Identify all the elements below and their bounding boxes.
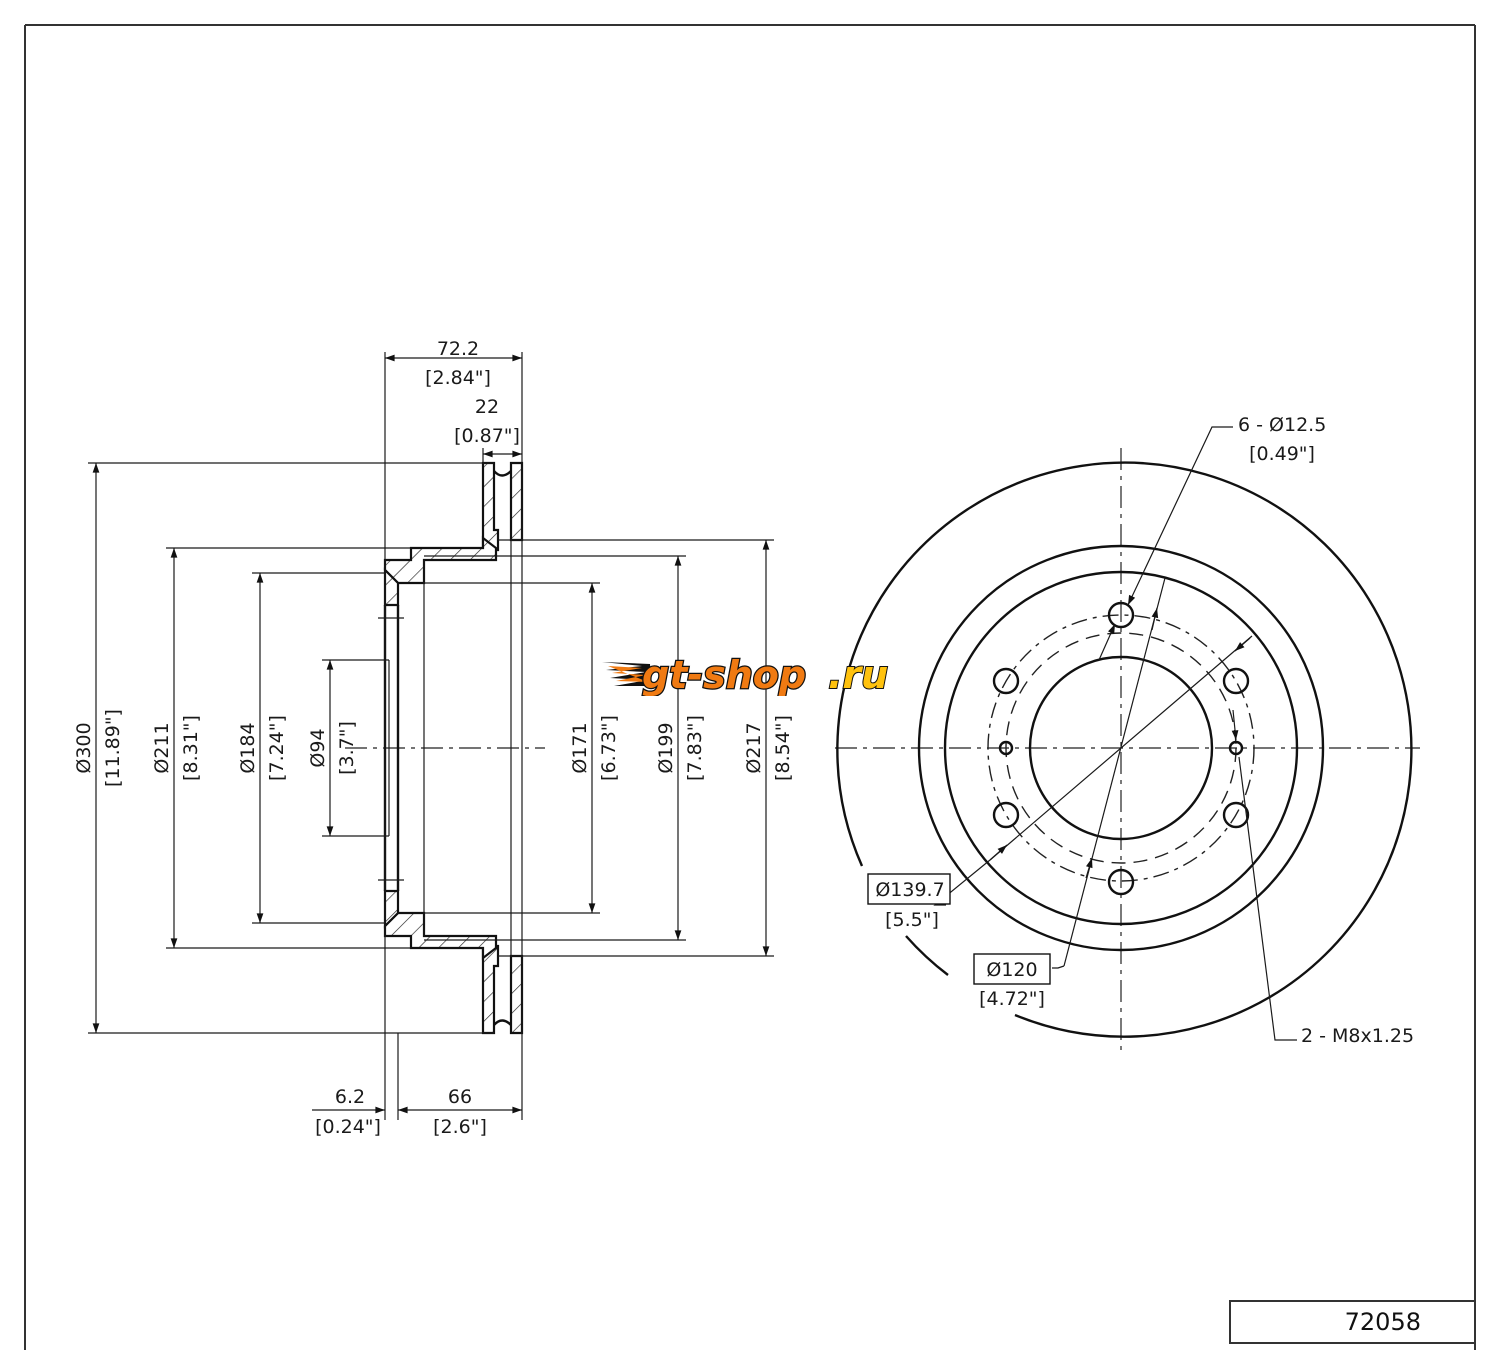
pilot-circle-box xyxy=(973,953,1051,985)
dim-hat-offset-in: [0.24"] xyxy=(315,1116,381,1138)
bolt-hole xyxy=(1222,667,1250,695)
bolt-circle-d139-7 xyxy=(987,614,1255,882)
front-view: 6 - Ø12.5 [0.49"] Ø139.7 [5.5"] Ø120 [4.… xyxy=(835,414,1420,1050)
dim-d199-in: [7.83"] xyxy=(684,715,706,781)
vent-top xyxy=(493,470,512,477)
label-bolt-circle-in: [5.5"] xyxy=(885,909,939,931)
speed-lines-icon: gt-shop .ru xyxy=(602,652,889,698)
dim-hat-depth-in: [2.6"] xyxy=(433,1116,487,1138)
dim-d94-in: [3.7"] xyxy=(336,721,358,775)
center-bore xyxy=(1028,655,1214,841)
label-threaded-holes: 2 - M8x1.25 xyxy=(1301,1025,1414,1047)
dim-d171-in: [6.73"] xyxy=(598,715,620,781)
disc-flange-bottom-right xyxy=(509,954,524,1035)
label-bolt-holes: 6 - Ø12.5 xyxy=(1238,414,1326,436)
label-bolt-circle: Ø139.7 xyxy=(875,879,944,901)
dim-overall-height-in: [2.84"] xyxy=(425,367,491,389)
dim-disc-thickness-in: [0.87"] xyxy=(454,425,520,447)
dim-d171-mm: Ø171 xyxy=(569,722,591,773)
dim-d217-mm: Ø217 xyxy=(743,722,765,773)
dim-d211-in: [8.31"] xyxy=(180,715,202,781)
title-block: 72058 xyxy=(1229,1300,1476,1344)
hat-bottom xyxy=(383,911,498,961)
label-pilot-circle: Ø120 xyxy=(986,959,1037,981)
label-pilot-circle-in: [4.72"] xyxy=(979,988,1045,1010)
hat-top xyxy=(383,535,498,585)
dim-d184-in: [7.24"] xyxy=(266,715,288,781)
circle-d199 xyxy=(943,570,1299,926)
part-number: 72058 xyxy=(1344,1308,1421,1336)
disc-flange-top-left xyxy=(481,461,500,552)
dim-d300-mm: Ø300 xyxy=(73,722,95,773)
bolt-hole xyxy=(1107,868,1135,896)
dim-d199-mm: Ø199 xyxy=(655,722,677,773)
side-section-view: 72.2 [2.84"] 22 [0.87"] 6.2 [0.24"] 66 [… xyxy=(73,338,794,1138)
watermark-logo: gt-shop .ru xyxy=(602,652,892,698)
dim-disc-thickness-mm: 22 xyxy=(475,396,499,418)
dim-d300-in: [11.89"] xyxy=(102,709,124,787)
bolt-holes xyxy=(992,601,1250,896)
threaded-hole xyxy=(1228,740,1244,756)
bolt-hole xyxy=(992,801,1020,829)
dim-overall-height-mm: 72.2 xyxy=(437,338,479,360)
dim-d94-mm: Ø94 xyxy=(307,728,329,767)
dim-d184-mm: Ø184 xyxy=(237,722,259,773)
dim-d217-in: [8.54"] xyxy=(772,715,794,781)
pilot-circle-d120 xyxy=(1005,632,1237,864)
bolt-hole xyxy=(1107,601,1135,629)
disc-flange-top-right xyxy=(509,461,524,542)
dim-d211-mm: Ø211 xyxy=(151,722,173,773)
bolt-hole xyxy=(1222,801,1250,829)
disc-flange-bottom-left xyxy=(481,944,500,1035)
label-bolt-holes-in: [0.49"] xyxy=(1249,443,1315,465)
watermark-main: gt-shop xyxy=(642,653,806,696)
circle-d217 xyxy=(917,544,1325,952)
drawing-frame xyxy=(24,24,1476,1350)
watermark-suffix: .ru xyxy=(828,653,888,696)
threaded-hole xyxy=(998,740,1014,756)
bolt-hole xyxy=(992,667,1020,695)
vent-bottom xyxy=(493,1019,512,1026)
disc-outer-circle xyxy=(836,461,1413,1038)
disc-outer-arc-segment xyxy=(905,935,949,976)
bolt-circle-box xyxy=(867,873,951,905)
dim-hat-depth-mm: 66 xyxy=(448,1086,472,1108)
dim-hat-offset-mm: 6.2 xyxy=(335,1086,365,1108)
